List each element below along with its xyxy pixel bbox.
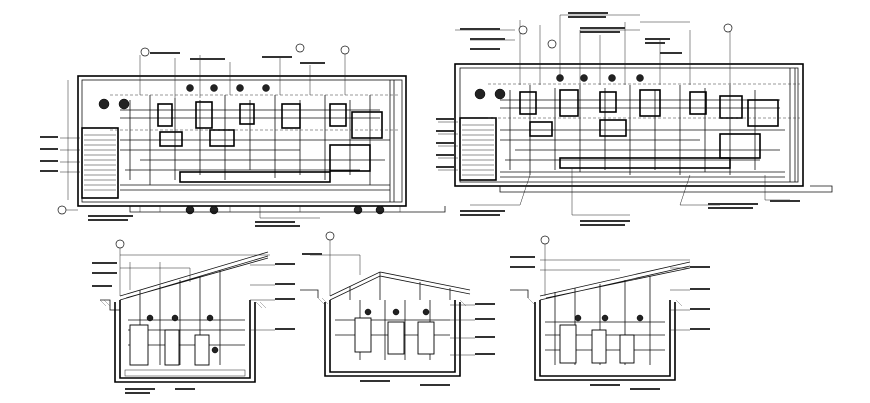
section-b-bubble — [325, 231, 335, 241]
plan-left-grid-bubble-4 — [340, 45, 350, 55]
plan-right-stair-room — [459, 117, 497, 181]
plan-left-outer-wall — [77, 75, 407, 207]
plan-left-grid-bubble-2 — [140, 47, 150, 57]
plan-left-grid-bubble-1 — [57, 205, 67, 215]
plan-left — [40, 43, 446, 227]
plan-left-grid-bubble-3 — [295, 43, 305, 53]
section-c-bubble — [540, 235, 550, 245]
section-c — [510, 235, 710, 390]
plan-right-grid-bubble-1 — [518, 25, 528, 35]
section-b — [300, 231, 495, 386]
plan-right-grid-bubble-2 — [547, 39, 557, 49]
plan-right — [436, 12, 833, 226]
plan-right-outer-wall — [454, 63, 804, 187]
plan-right-grid-bubble-3 — [723, 23, 733, 33]
section-a — [92, 239, 295, 394]
section-a-bubble — [115, 239, 125, 249]
plan-left-stair-room — [81, 127, 119, 199]
